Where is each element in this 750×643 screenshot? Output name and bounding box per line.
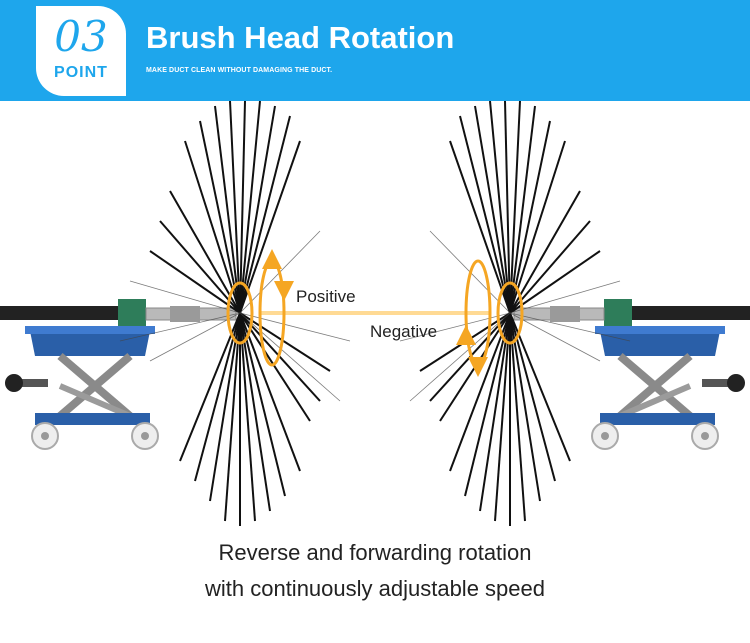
page-title: Brush Head Rotation (146, 20, 455, 55)
negative-rotation-arrow (456, 259, 524, 377)
positive-label: Positive (296, 287, 356, 306)
right-brush-machine (513, 299, 750, 450)
header-banner: 03 POINT Brush Head Rotation MAKE DUCT C… (0, 0, 750, 101)
point-badge: 03 POINT (36, 6, 126, 96)
negative-label: Negative (370, 322, 438, 341)
left-brush-machine (0, 299, 237, 450)
point-label: POINT (54, 64, 108, 81)
right-brush-head (419, 100, 601, 526)
caption-line-2: with continuously adjustable speed (204, 576, 545, 601)
positive-rotation-arrow (226, 249, 294, 367)
product-illustration: Positive Negative (0, 100, 750, 531)
point-number: 03 (54, 12, 108, 61)
page-subtitle: MAKE DUCT CLEAN WITHOUT DAMAGING THE DUC… (146, 67, 333, 74)
caption-line-1: Reverse and forwarding rotation (218, 540, 532, 565)
